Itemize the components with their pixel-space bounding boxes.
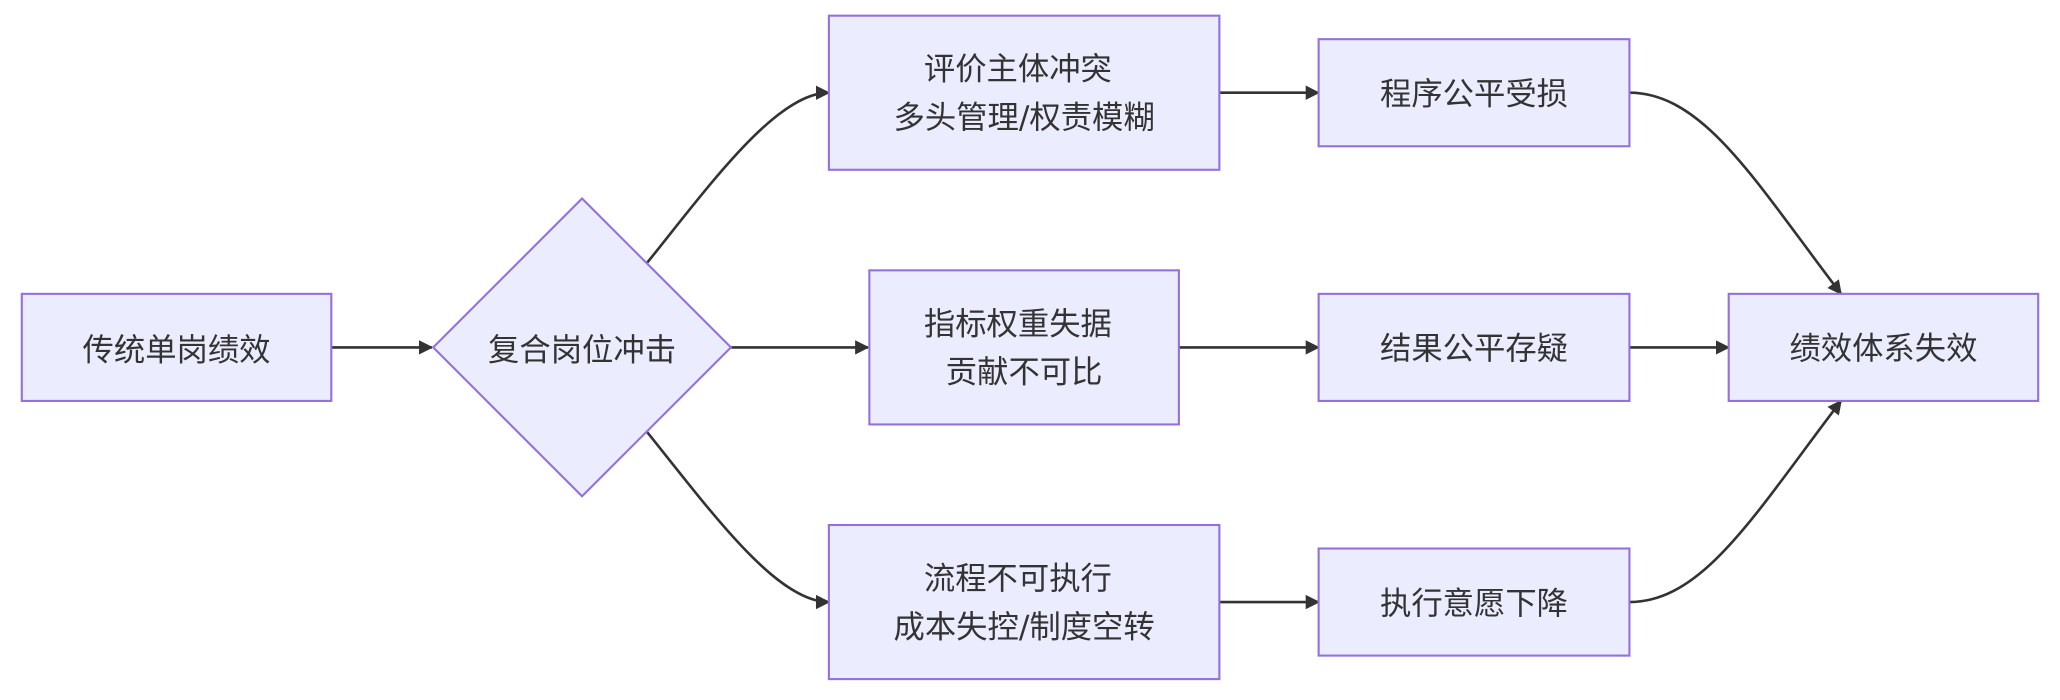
node-label: 执行意愿下降 — [1380, 586, 1568, 622]
node-performance-system-failure: 绩效体系失效 — [1727, 292, 2040, 402]
edge-procedural-fairness-to-system-failure — [1629, 91, 1843, 295]
node-label: 流程不可执行 成本失控/制度空转 — [894, 554, 1155, 645]
node-traditional-single-post-performance: 传统单岗绩效 — [20, 292, 333, 402]
node-metric-weight-mismatch: 指标权重失据 贡献不可比 — [868, 269, 1180, 426]
node-procedural-fairness-damaged: 程序公平受损 — [1317, 38, 1631, 148]
edge-decision-to-eval-conflict — [646, 85, 831, 264]
edges — [331, 85, 1843, 610]
edge-execution-will-to-system-failure — [1629, 399, 1843, 604]
node-label: 程序公平受损 — [1380, 76, 1568, 112]
node-process-infeasible: 流程不可执行 成本失控/制度空转 — [827, 523, 1221, 681]
node-label: 评价主体冲突 多头管理/权责模糊 — [894, 45, 1155, 136]
node-execution-willingness-declines: 执行意愿下降 — [1317, 547, 1631, 657]
node-evaluation-subject-conflict: 评价主体冲突 多头管理/权责模糊 — [827, 14, 1221, 171]
node-label: 复合岗位冲击 — [488, 332, 676, 368]
node-outcome-fairness-questioned: 结果公平存疑 — [1317, 292, 1631, 402]
node-label: 结果公平存疑 — [1380, 331, 1568, 367]
node-compound-post-impact-decision: 复合岗位冲击 — [431, 197, 733, 498]
node-label: 传统单岗绩效 — [83, 332, 271, 368]
edge-decision-to-process-infeasible — [646, 431, 831, 610]
node-label: 指标权重失据 贡献不可比 — [924, 299, 1124, 390]
node-label: 绩效体系失效 — [1789, 331, 1977, 367]
